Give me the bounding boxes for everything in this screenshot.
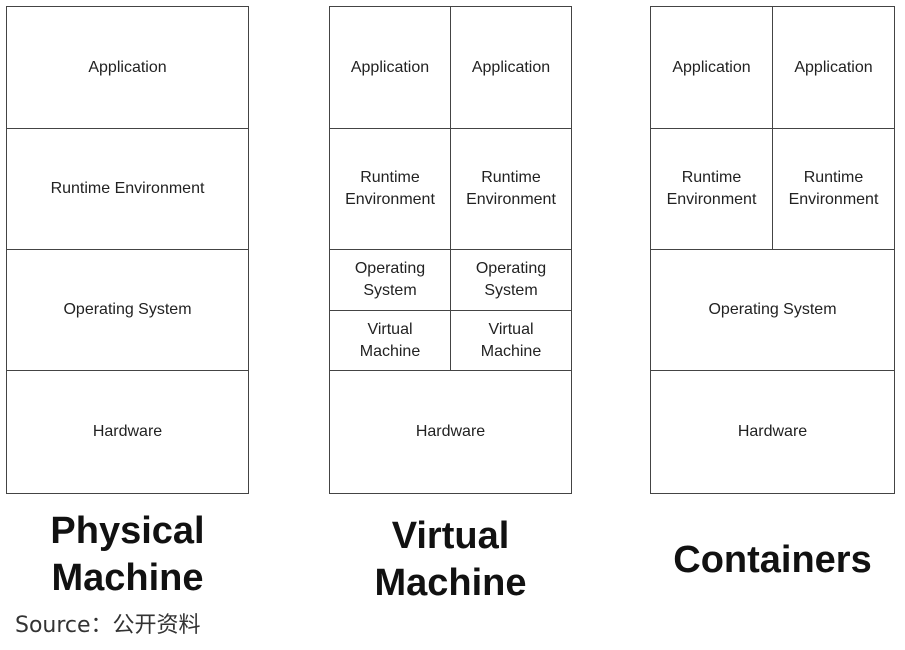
vm-application-2: Application — [450, 6, 572, 129]
containers-caption: Containers — [673, 539, 872, 581]
virtual-machine-caption: Virtual Machine — [374, 515, 527, 604]
ct-application-1: Application — [650, 6, 773, 129]
ct-runtime-2: Runtime Environment — [772, 128, 895, 250]
pm-os-layer: Operating System — [6, 249, 249, 371]
vm-virtual-machine-2: Virtual Machine — [450, 310, 572, 371]
ct-application-2: Application — [772, 6, 895, 129]
pm-hardware-layer: Hardware — [6, 370, 249, 494]
ct-hardware-layer: Hardware — [650, 370, 895, 494]
ct-runtime-1: Runtime Environment — [650, 128, 773, 250]
vm-hardware-layer: Hardware — [329, 370, 572, 494]
vm-os-1: Operating System — [329, 249, 451, 311]
pm-application-layer: Application — [6, 6, 249, 129]
ct-os-layer: Operating System — [650, 249, 895, 371]
source-note: Source：公开资料 — [15, 613, 201, 638]
vm-os-2: Operating System — [450, 249, 572, 311]
physical-machine-caption: Physical Machine — [50, 510, 205, 599]
containers-stack: Application Application Runtime Environm… — [650, 6, 895, 494]
vm-application-1: Application — [329, 6, 451, 129]
pm-runtime-layer: Runtime Environment — [6, 128, 249, 250]
vm-virtual-machine-1: Virtual Machine — [329, 310, 451, 371]
virtual-machine-stack: Application Application Runtime Environm… — [329, 6, 572, 494]
physical-machine-stack: Application Runtime Environment Operatin… — [6, 6, 249, 494]
vm-runtime-2: Runtime Environment — [450, 128, 572, 250]
vm-runtime-1: Runtime Environment — [329, 128, 451, 250]
